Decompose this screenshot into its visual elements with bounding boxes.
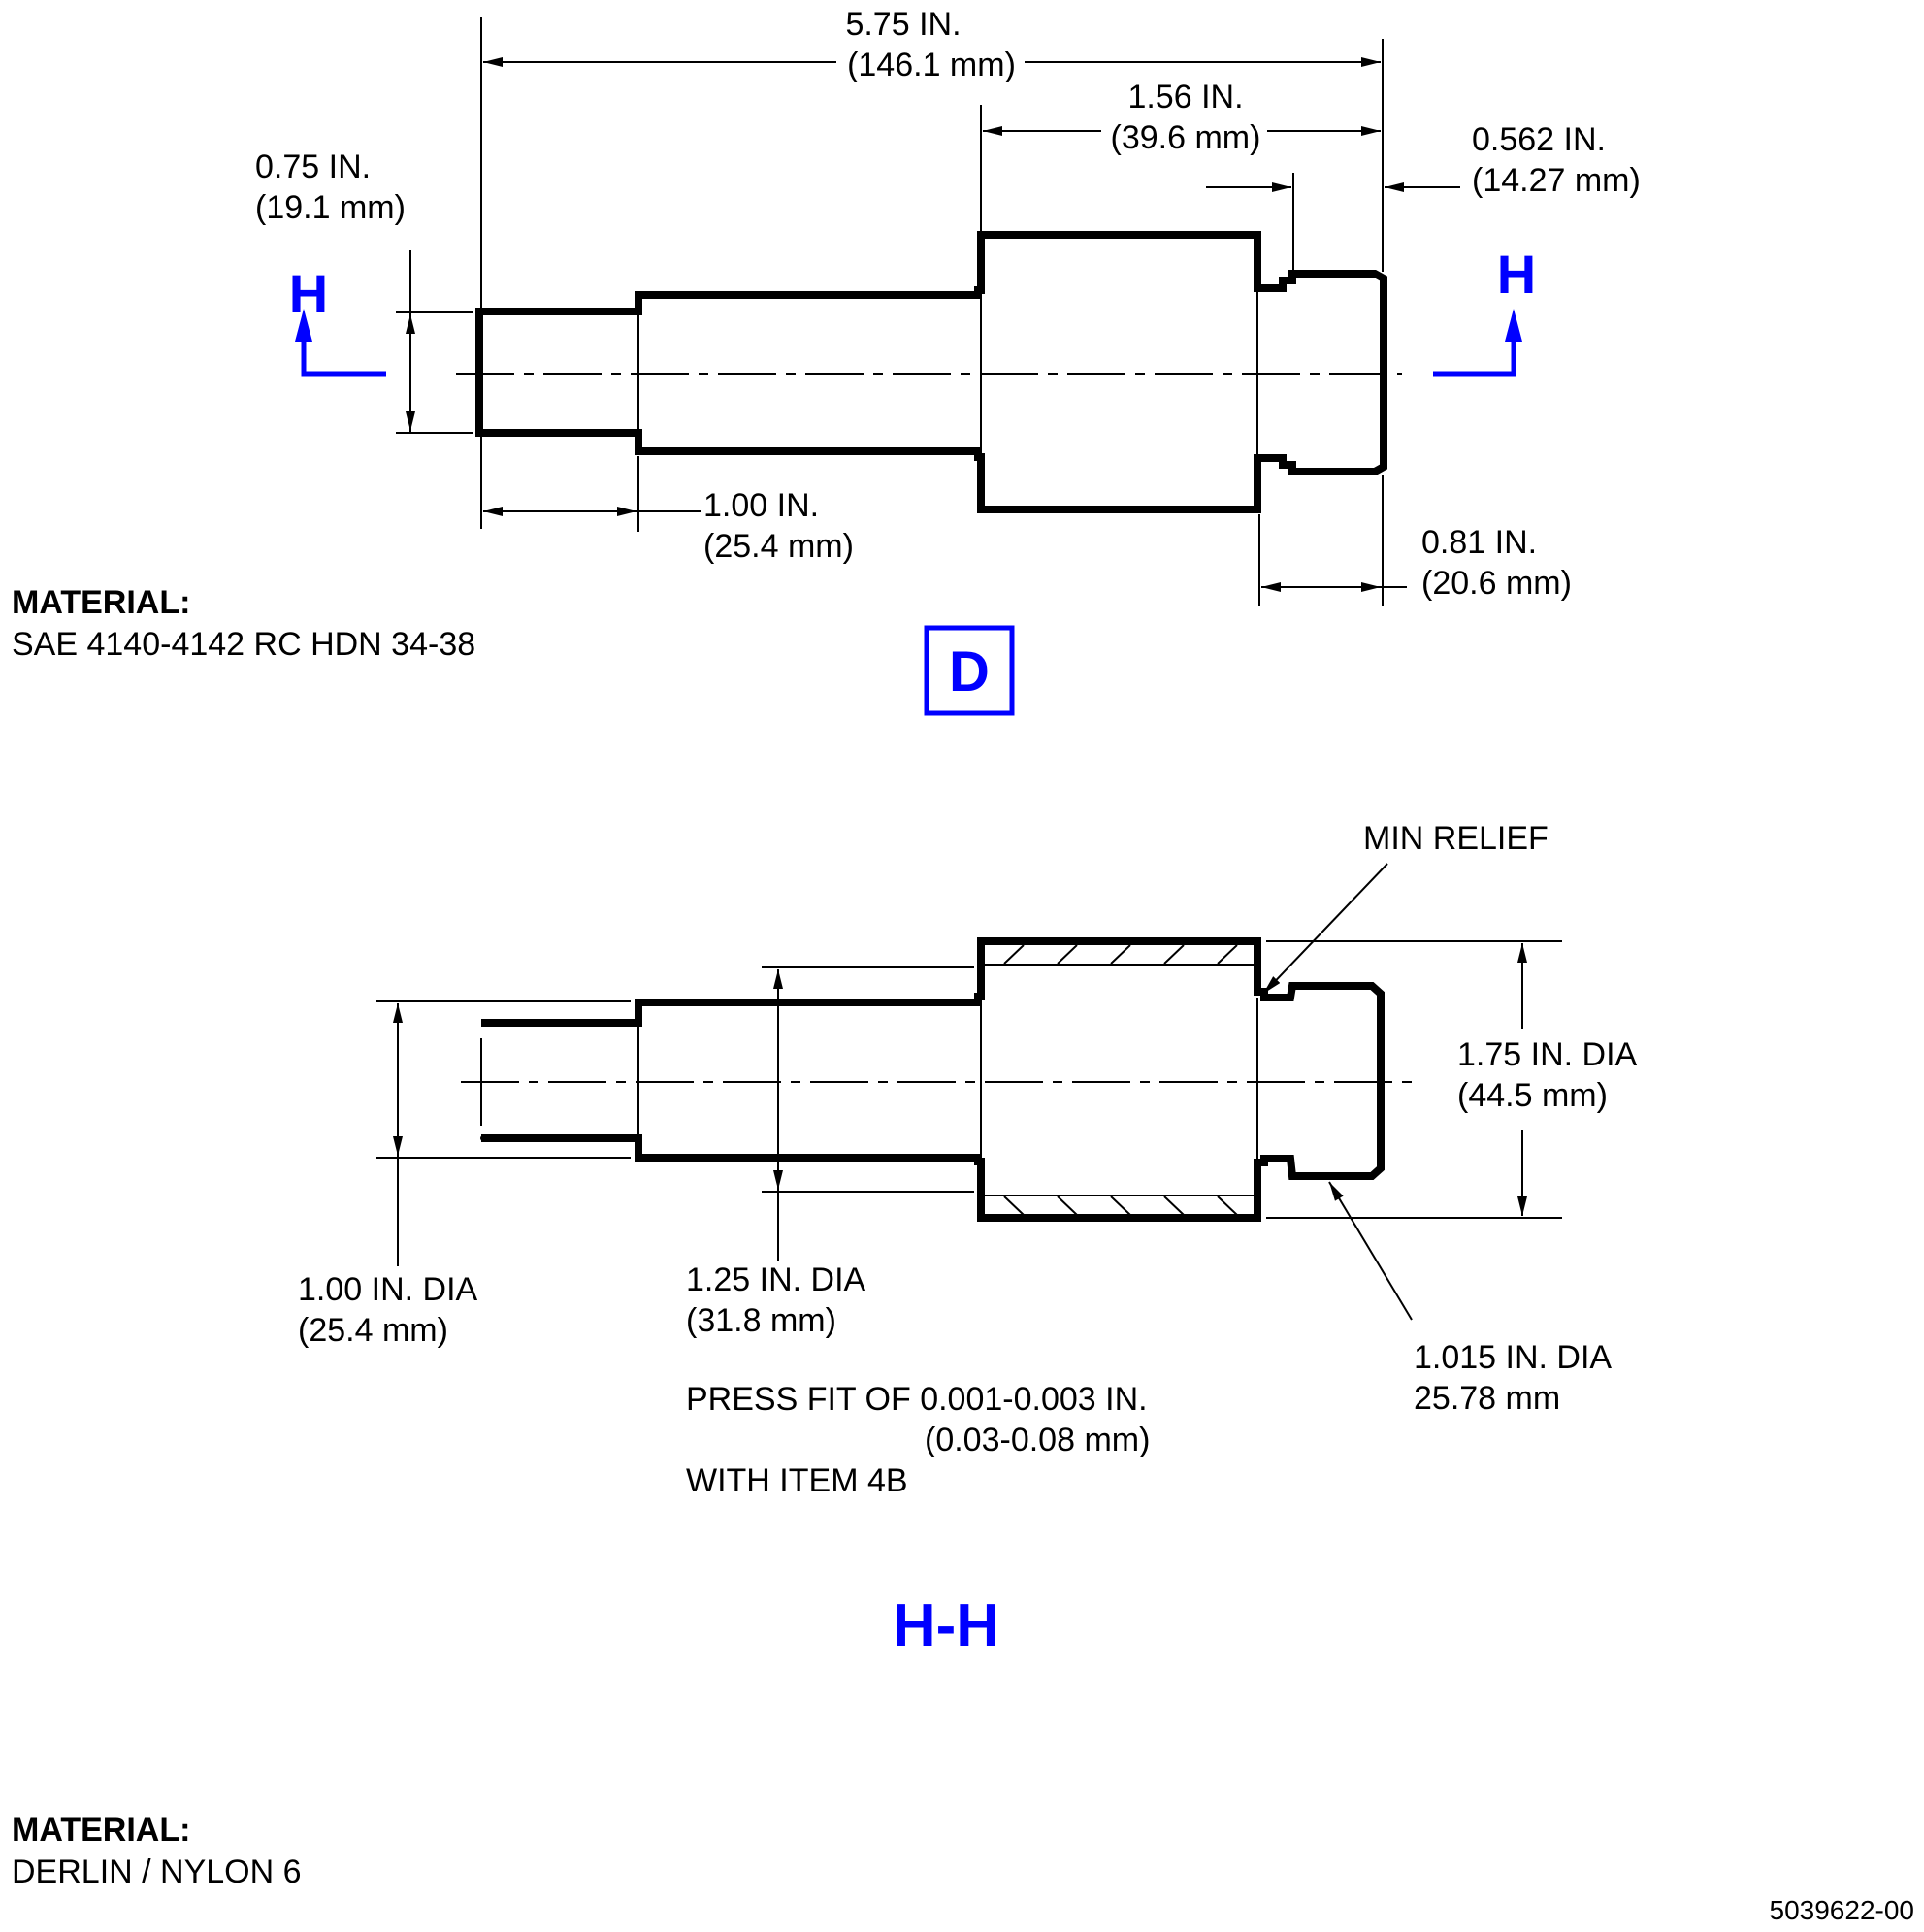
dim-groove-dia-mm: 25.78 mm bbox=[1414, 1380, 1560, 1417]
dim-right-length-mm: (20.6 mm) bbox=[1421, 565, 1572, 602]
material-heading: MATERIAL: bbox=[12, 1812, 190, 1849]
dim-left-length-in: 1.00 IN. bbox=[703, 487, 819, 524]
dim-right-length-in: 0.81 IN. bbox=[1421, 524, 1537, 561]
dim-large-in: 1.56 IN. bbox=[1127, 79, 1243, 115]
dim-left-height-mm: (19.1 mm) bbox=[255, 189, 406, 226]
press-fit-line1: PRESS FIT OF 0.001-0.003 IN. bbox=[686, 1381, 1148, 1418]
material-value: SAE 4140-4142 RC HDN 34-38 bbox=[12, 626, 475, 663]
press-fit-line3: WITH ITEM 4B bbox=[686, 1462, 908, 1499]
groove-dia-leader bbox=[1328, 1181, 1413, 1321]
top-view: H H D 5.75 IN. (146.1 mm) 1.56 IN. (39.6… bbox=[12, 6, 1641, 716]
section-end-point bbox=[480, 1135, 486, 1141]
section-marker-label: H bbox=[289, 263, 328, 324]
dim-mid-dia-in: 1.25 IN. DIA bbox=[686, 1261, 866, 1298]
material-heading: MATERIAL: bbox=[12, 584, 190, 621]
dim-left-dia-mm: (25.4 mm) bbox=[298, 1312, 448, 1349]
dim-overall-in: 5.75 IN. bbox=[845, 6, 961, 43]
dim-mid-dia-mm: (31.8 mm) bbox=[686, 1302, 836, 1339]
dim-large-dia-in: 1.75 IN. DIA bbox=[1457, 1036, 1638, 1073]
section-view: MIN RELIEF 1.75 IN. DIA (44.5 mm) 1.00 I… bbox=[12, 820, 1638, 1890]
view-label-box bbox=[924, 625, 1015, 716]
section-marker-right: H bbox=[1433, 244, 1536, 377]
top-view-outline-top bbox=[475, 231, 1387, 380]
min-relief-label: MIN RELIEF bbox=[1363, 820, 1549, 857]
section-marker-left: H bbox=[289, 263, 386, 377]
dim-groove-dia-in: 1.015 IN. DIA bbox=[1414, 1339, 1612, 1376]
press-fit-line2: (0.03-0.08 mm) bbox=[925, 1422, 1150, 1458]
section-marker-label: H bbox=[1497, 244, 1536, 305]
dim-end-mm: (14.27 mm) bbox=[1472, 162, 1641, 199]
dim-left-height-in: 0.75 IN. bbox=[255, 148, 371, 185]
dim-end-in: 0.562 IN. bbox=[1472, 121, 1606, 158]
dim-large-mm: (39.6 mm) bbox=[1111, 119, 1261, 156]
dim-left-dia-in: 1.00 IN. DIA bbox=[298, 1271, 478, 1308]
section-title: H-H bbox=[893, 1592, 999, 1659]
dim-overall-mm: (146.1 mm) bbox=[847, 47, 1016, 83]
document-number: 5039622-00 bbox=[1770, 1895, 1914, 1925]
min-relief-leader bbox=[1262, 863, 1388, 995]
dim-left-length-mm: (25.4 mm) bbox=[703, 528, 854, 565]
section-view-outline-top bbox=[481, 937, 1385, 1083]
view-label: D bbox=[949, 640, 990, 704]
section-view-outline-bottom bbox=[481, 1083, 1385, 1222]
section-hatching bbox=[983, 944, 1256, 1216]
top-view-outline-bottom bbox=[475, 372, 1387, 513]
material-value: DERLIN / NYLON 6 bbox=[12, 1853, 302, 1890]
dim-large-dia-mm: (44.5 mm) bbox=[1457, 1077, 1608, 1114]
